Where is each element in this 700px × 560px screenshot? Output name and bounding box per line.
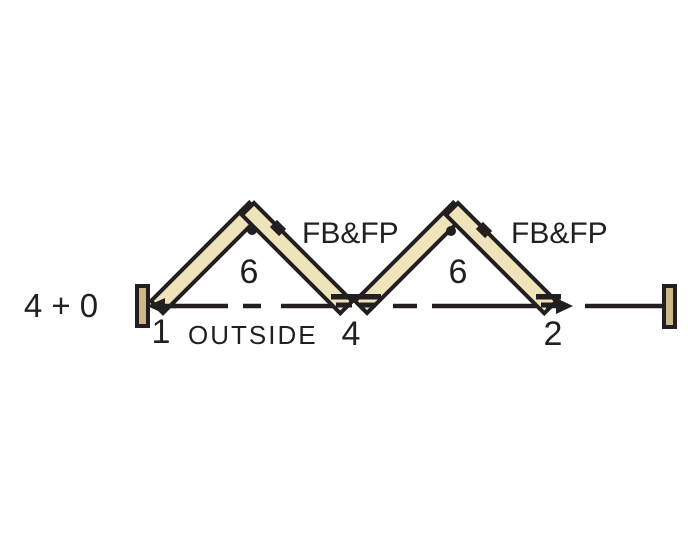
arrow-right-icon <box>556 298 573 314</box>
flush-bolt-bar <box>336 302 352 308</box>
hardware-markers <box>247 219 561 308</box>
hardware-label-right: FB&FP <box>511 217 608 250</box>
hinge-marker-left-pair <box>269 219 287 237</box>
panel-size-label-left: 6 <box>240 253 259 291</box>
lead-panel-label: 2 <box>544 315 563 353</box>
hinge-marker-right-pair <box>475 221 493 239</box>
flush-bolt-bar <box>356 294 381 300</box>
panel-size-label-right: 6 <box>449 253 468 291</box>
meeting-point-label: 4 <box>342 315 361 353</box>
diagram-labels: 4 + 0 1 OUTSIDE 4 2 6 6 FB&FP FB&FP <box>24 217 608 353</box>
configuration-label: 4 + 0 <box>24 287 98 324</box>
flush-bolt-bar <box>536 294 561 300</box>
pivot-dot-right-pair <box>446 226 456 236</box>
door-panels <box>148 199 560 317</box>
outside-label: OUTSIDE <box>188 320 318 350</box>
direction-arrows <box>147 298 573 314</box>
left-jamb <box>135 284 150 328</box>
jamb-pivot-label: 1 <box>152 313 171 351</box>
hardware-label-left: FB&FP <box>302 217 399 250</box>
right-jamb <box>662 284 677 329</box>
pivot-dot-left-pair <box>247 225 257 235</box>
flush-bolt-bar <box>360 302 376 308</box>
arrow-left-icon <box>147 298 165 314</box>
flush-bolt-bar <box>331 294 356 300</box>
